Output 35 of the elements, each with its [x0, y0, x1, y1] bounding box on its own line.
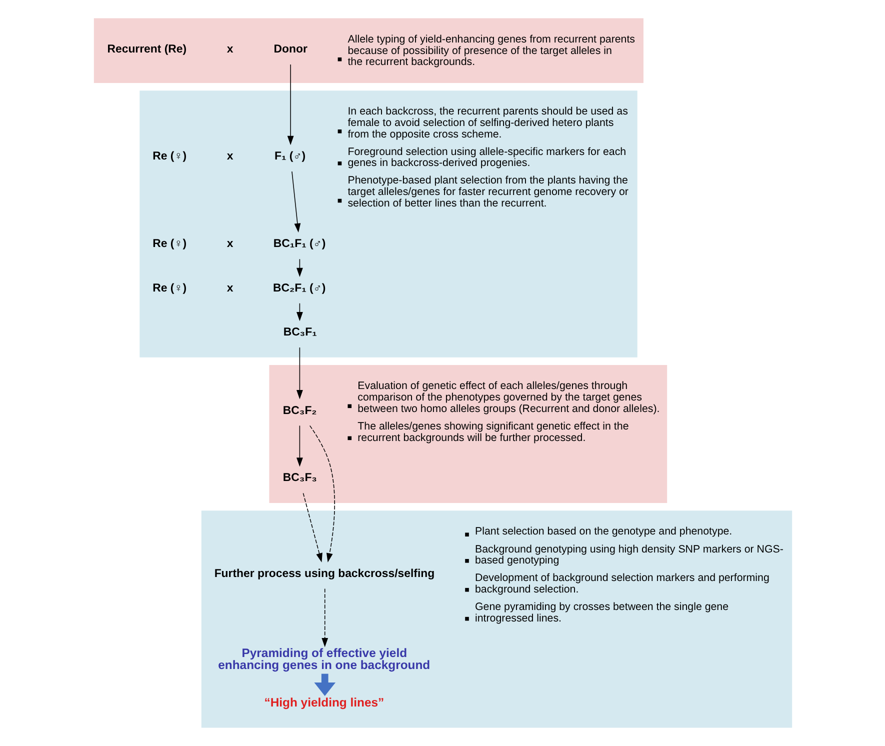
node-text: Re (♀)	[152, 150, 186, 163]
node-label: Allele typing of yield-enhancing genes from recurrent parents because of possibility of presence of the target alleles in the recurrent backgrounds.	[347, 33, 635, 68]
node-text: Donor	[273, 43, 307, 56]
node-text: Re (♀)	[152, 238, 186, 250]
label: x	[226, 43, 233, 56]
cluster	[267, 363, 668, 504]
node-box	[337, 57, 342, 62]
arrow	[308, 425, 334, 562]
node-text: Evaluation of genetic effect of each alleles/genes through comparison of the phenotypes governed by the target genes between two homo alleles groups (Recurrent and donor alleles). The alleles/genes showing significant genetic effect in the recurrent backgrounds will be further processed.	[357, 380, 660, 444]
node-text: BC₃F₃	[282, 472, 316, 484]
node-text: In each backcross, the recurrent parents should be used as female to avoid selection of selfing-derived hetero plants from the opposite cross scheme. Foreground selection using allele-specific markers for each genes in backcross-derived progenies. Phenotype-based plant selection from the plants having the target alleles/genes for faster recurrent genome recovery or selection of better lines than the recurrent.	[347, 105, 628, 210]
arrow	[321, 588, 328, 648]
node-text: BC₁F₁ (♂)	[272, 238, 326, 250]
node-text: Recurrent (Re)	[106, 43, 186, 56]
label: x	[226, 238, 233, 250]
node-text: Plant selection based on the genotype and phenotype. Background genotyping using high density SNP markers or NGS-based genotyping Development of background selection markers and performing background selection. Gene pyramiding by crosses between the single gene introgressed lines.	[474, 526, 783, 625]
label: x	[226, 282, 233, 294]
arrow	[296, 425, 302, 467]
node-text: BC₃F₁	[282, 326, 316, 339]
cluster	[199, 509, 794, 730]
arrow	[302, 492, 322, 562]
arrow	[286, 64, 294, 146]
node-text: BC₃F₂	[282, 404, 316, 417]
node-text: Re (♀)	[152, 282, 186, 294]
arrow	[314, 674, 336, 696]
node-text: BC₂F₁ (♂)	[272, 282, 326, 294]
node-text: Pyramiding of effective yield enhancing genes in one background	[218, 646, 430, 672]
arrow	[296, 347, 302, 400]
cluster	[92, 16, 644, 84]
cluster	[138, 89, 638, 359]
node-text: F₁ (♂)	[274, 150, 306, 163]
node-text: Further process using backcross/selfing	[214, 568, 434, 580]
arrow	[291, 171, 300, 232]
label: x	[226, 150, 233, 163]
node-text: “High yielding lines”	[264, 695, 384, 710]
